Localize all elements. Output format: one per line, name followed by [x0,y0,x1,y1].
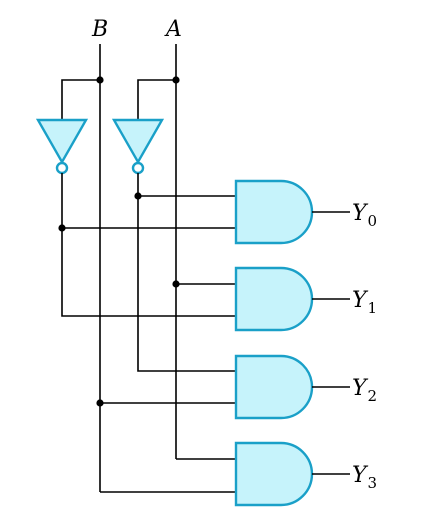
output-label-y3: Y3 [352,463,377,492]
output-letter: Y [352,201,369,226]
and-gate-2-icon [234,354,314,420]
output-subscript: 1 [368,299,378,317]
input-label-a: A [164,17,182,42]
junction-dot [172,280,180,288]
output-letter: Y [352,376,369,401]
and-gate-1-icon [234,266,314,332]
wire-b-to-inverter [61,79,100,120]
wire-not-b [61,173,236,317]
and-gate-0-icon [234,179,314,245]
inverter-b-icon [35,118,89,175]
inverter-a-icon [111,118,165,175]
wire-a-to-inverter [137,79,176,120]
junction-dot [172,76,180,84]
output-subscript: 0 [368,212,378,230]
junction-dot [96,399,104,407]
output-label-y1: Y1 [352,288,377,317]
junction-dot [96,76,104,84]
input-label-b: B [91,17,108,42]
junction-dot [58,224,66,232]
and-gate-3-icon [234,441,314,507]
output-subscript: 3 [368,474,378,492]
output-subscript: 2 [368,387,378,405]
output-letter: Y [352,288,369,313]
output-letter: Y [352,463,369,488]
output-label-y0: Y0 [352,201,377,230]
wire-not-a [137,173,236,372]
junction-dot [134,192,142,200]
output-label-y2: Y2 [352,376,377,405]
